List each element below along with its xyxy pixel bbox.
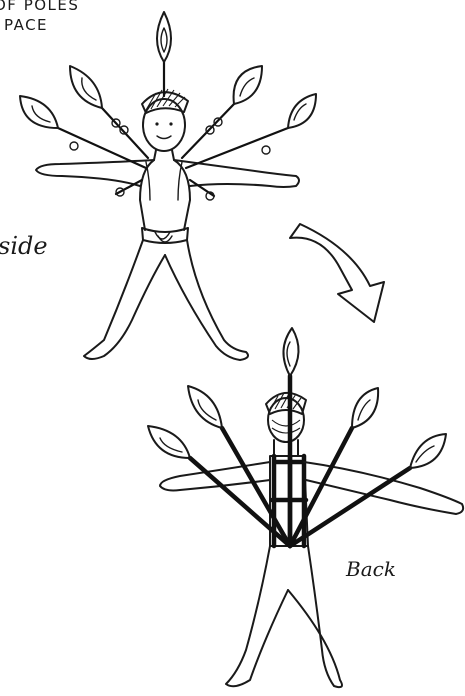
note-line-2: PACE: [4, 16, 48, 34]
back-label: Back: [345, 557, 396, 581]
back-torches: [187, 373, 413, 549]
front-head: [142, 98, 186, 152]
back-hat: [265, 392, 307, 415]
front-flames: [19, 11, 317, 129]
front-label: side: [0, 232, 48, 260]
front-belt: [141, 227, 189, 244]
rotate-arrow: [289, 223, 385, 323]
back-flames: [147, 327, 447, 469]
back-figure: [159, 391, 465, 689]
front-hat-hatching: [145, 88, 186, 111]
front-figure: [35, 88, 300, 361]
note-line-1: OF POLES: [0, 0, 79, 14]
front-torches: [56, 60, 290, 201]
